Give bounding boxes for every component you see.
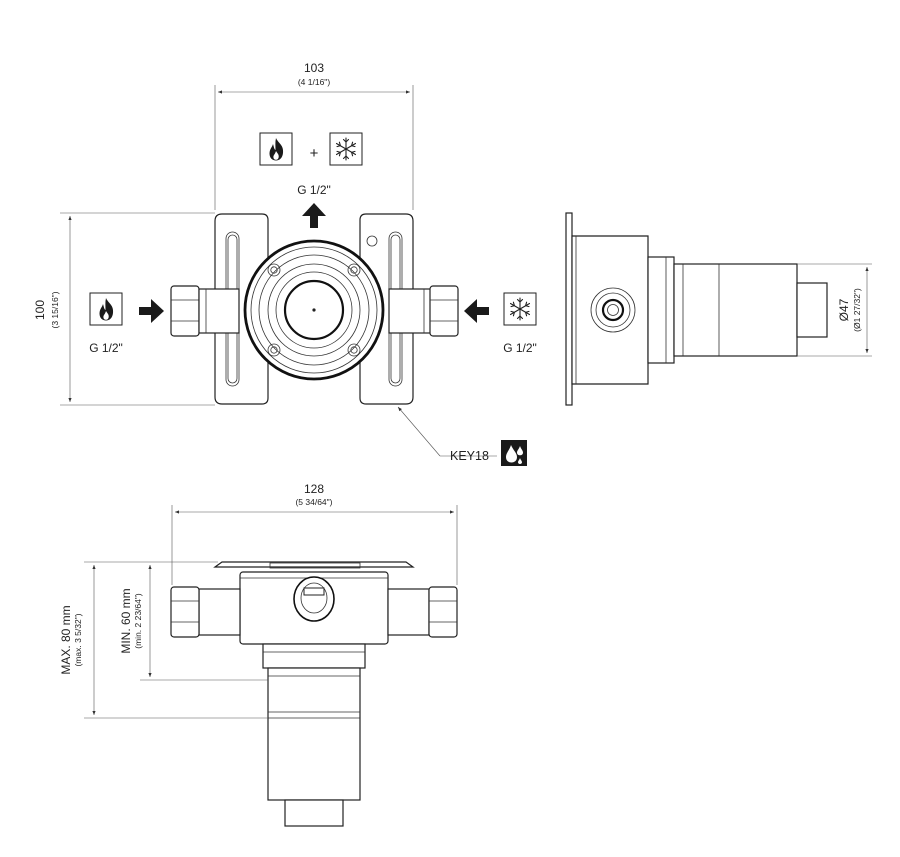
side-diameter-dimension: Ø47 (Ø1 27/32") — [797, 263, 872, 357]
water-drops-icon — [501, 440, 527, 466]
top-outlet-thread: G 1/2" — [297, 183, 331, 197]
bottom-view: 128 (5 34/64") — [59, 482, 458, 827]
valve-body-front — [243, 239, 385, 381]
front-width-imperial: (4 1/16") — [298, 77, 330, 87]
right-inlet-label: G 1/2" — [464, 292, 537, 355]
left-inlet-thread: G 1/2" — [89, 341, 123, 355]
right-inlet-connection — [388, 285, 459, 337]
side-diameter-value: Ø47 — [837, 298, 851, 321]
right-arrow-icon — [139, 299, 164, 323]
flame-icon — [89, 292, 123, 326]
min-depth-value: MIN. 60 mm — [119, 588, 133, 653]
top-outlet-label: + G 1/2" — [259, 132, 363, 228]
mounting-screw — [267, 263, 361, 357]
max-depth-imperial: (max. 3 5/32") — [73, 613, 83, 666]
up-arrow-icon — [302, 203, 326, 228]
min-depth-imperial: (min. 2 23/64") — [133, 593, 143, 649]
bottom-width-imperial: (5 34/64") — [295, 497, 332, 507]
front-width-dimension: 103 (4 1/16") — [214, 61, 414, 210]
left-inlet-label: G 1/2" — [89, 292, 164, 355]
front-view: 103 (4 1/16") 100 (3 15/16") + G 1/2" — [33, 61, 537, 466]
bottom-width-dimension: 128 (5 34/64") — [171, 482, 458, 585]
right-inlet-thread: G 1/2" — [503, 341, 537, 355]
front-height-dimension: 100 (3 15/16") — [33, 212, 215, 406]
front-height-value: 100 — [33, 300, 47, 320]
min-depth-dimension: MIN. 60 mm (min. 2 23/64") — [119, 561, 268, 681]
key-label: KEY18 — [450, 449, 489, 463]
side-view: Ø47 (Ø1 27/32") — [565, 212, 872, 406]
bottom-width-value: 128 — [304, 482, 324, 496]
side-inlet-port — [590, 287, 636, 333]
side-diameter-imperial: (Ø1 27/32") — [852, 288, 862, 332]
bottom-key-port — [293, 576, 335, 622]
key-callout: KEY18 — [397, 406, 527, 466]
plus-sign: + — [310, 145, 319, 162]
snowflake-icon — [503, 292, 537, 326]
front-width-value: 103 — [304, 61, 324, 75]
left-arrow-icon — [464, 299, 489, 323]
snowflake-icon — [329, 132, 363, 166]
max-depth-value: MAX. 80 mm — [59, 605, 73, 674]
max-depth-dimension: MAX. 80 mm (max. 3 5/32") — [59, 561, 268, 719]
left-inlet-connection — [170, 285, 240, 337]
flame-icon — [259, 132, 293, 166]
front-height-imperial: (3 15/16") — [50, 291, 60, 328]
